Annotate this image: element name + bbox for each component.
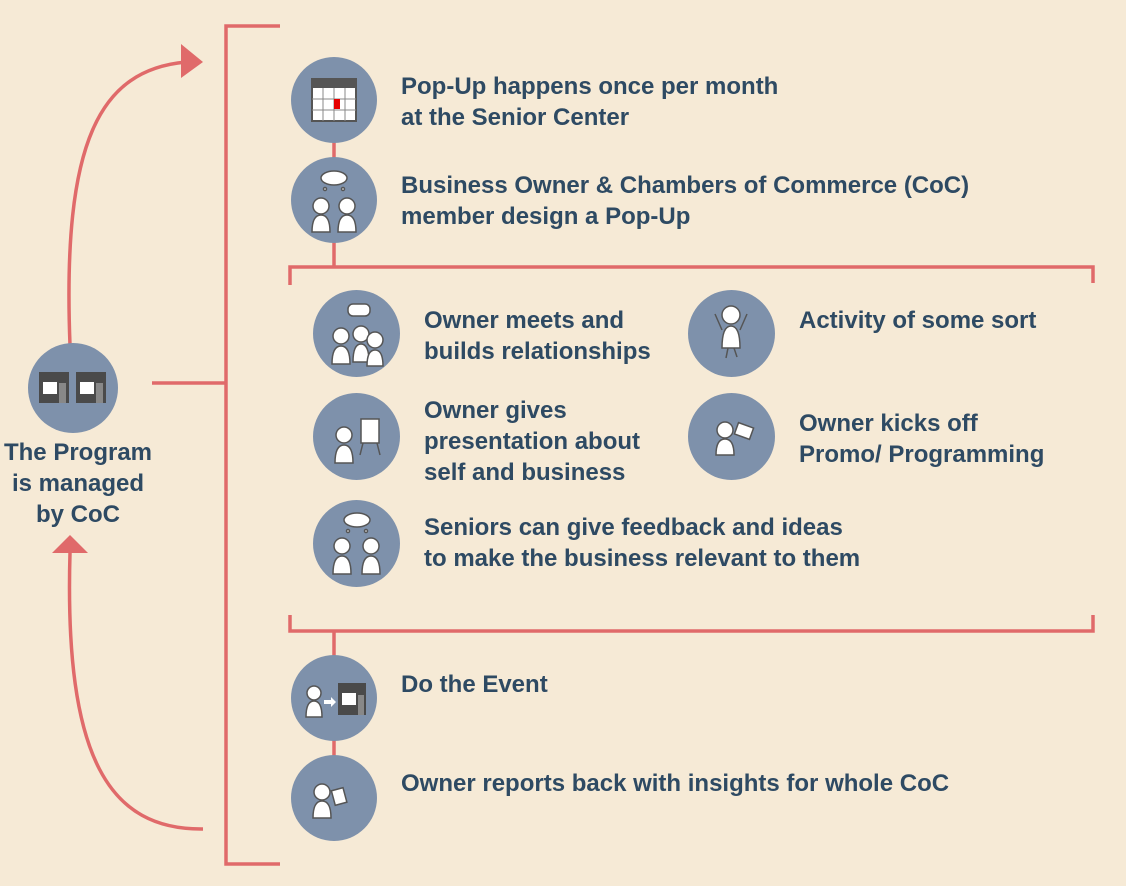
- activity-node-feedback: [313, 500, 400, 587]
- group-conversation-icon: [331, 303, 384, 367]
- step-node-monthly-popup: [291, 57, 377, 143]
- step-label-do-event: Do the Event: [401, 671, 548, 698]
- activity-label-feedback: Seniors can give feedback and ideas to m…: [424, 514, 861, 572]
- arrowhead-top: [181, 44, 203, 78]
- activity-label-presentation: Owner gives presentation about self and …: [424, 397, 641, 486]
- person-with-report-icon: [312, 783, 348, 819]
- program-label: The Program is managed by CoC: [3, 439, 153, 528]
- main-bracket: [224, 24, 280, 866]
- activity-node-presentation: [313, 393, 400, 480]
- program-node: [28, 343, 118, 433]
- seniors-thinking-icon: [332, 512, 381, 575]
- person-jumping-icon: [714, 305, 748, 359]
- step-label-monthly-popup: Pop-Up happens once per month at the Sen…: [401, 73, 779, 131]
- activity-label-promo: Owner kicks off Promo/ Programming: [799, 410, 1045, 468]
- step-label-report-back: Owner reports back with insights for who…: [401, 770, 950, 797]
- step-label-design-popup: Business Owner & Chambers of Commerce (C…: [401, 172, 970, 230]
- person-with-flyer-icon: [715, 421, 755, 456]
- loop-arrow-bottom: [67, 552, 204, 831]
- presentation-easel-icon: [334, 418, 381, 464]
- calendar-icon: [311, 78, 357, 122]
- activity-label-relationships: Owner meets and builds relationships: [424, 307, 651, 365]
- step-node-design-popup: [291, 157, 377, 243]
- activity-bracket-bottom: [288, 615, 1095, 633]
- storefronts-icon: [39, 372, 106, 403]
- arrowhead-bottom: [52, 535, 88, 553]
- step-node-do-event: [291, 655, 377, 741]
- activity-bracket-top: [288, 265, 1095, 285]
- activity-node-some-activity: [688, 290, 775, 377]
- person-to-store-icon: [305, 683, 366, 718]
- activity-label-some-activity: Activity of some sort: [799, 307, 1037, 334]
- people-thinking-icon: [311, 170, 357, 233]
- activity-node-relationships: [313, 290, 400, 377]
- step-node-report-back: [291, 755, 377, 841]
- loop-arrow-top: [67, 60, 187, 346]
- activity-node-promo: [688, 393, 775, 480]
